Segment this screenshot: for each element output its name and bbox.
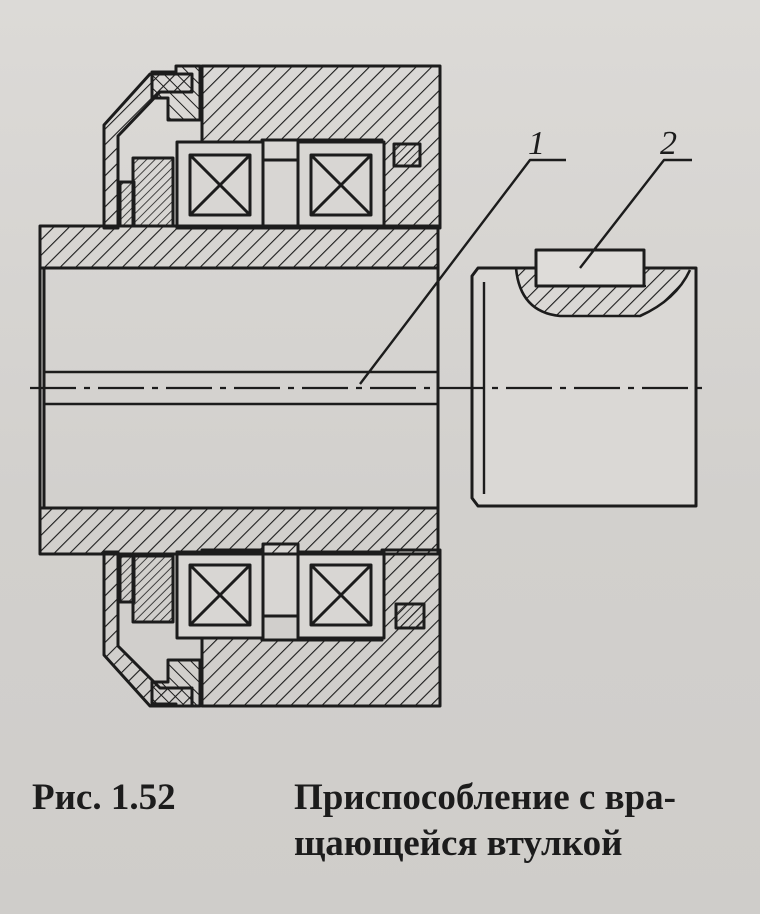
bearing-bottom-right [296,550,386,640]
rotating-sleeve [38,224,440,556]
bearing-top-left [175,140,265,230]
figure-number: Рис. 1.52 [32,777,176,818]
leader-lines [359,158,692,385]
bearing-top-right [296,140,386,230]
bearing-spacer-bottom [261,542,300,618]
oring-top-right [392,142,422,168]
callout-1: 1 [528,125,545,162]
figure-title-line-1: Приспособление с вра- [294,777,676,818]
callout-2: 2 [660,125,677,162]
figure-title-line-2: щающейся втулкой [294,823,623,864]
figure-title: Приспособление с вра- щающейся втулкой [294,775,734,867]
oring-bottom-right [394,602,426,630]
seal-bottom-left [118,554,175,624]
bearing-bottom-left [175,550,265,640]
bearing-spacer-top [261,158,300,230]
seal-top-left [118,156,175,228]
